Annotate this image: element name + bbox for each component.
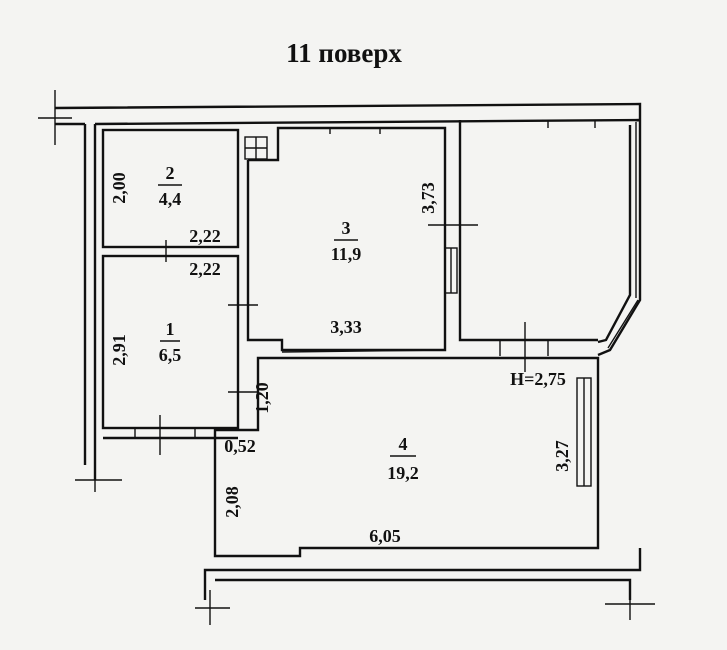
- axis-markers: [38, 90, 655, 625]
- dim-room4-right-height: 3,27: [552, 440, 572, 472]
- ventilation-shaft-icon: [244, 136, 268, 160]
- dim-room3-height: 3,73: [418, 182, 438, 214]
- dim-passage-height: 1,20: [252, 382, 272, 414]
- room-4-label: 4 19,2: [387, 434, 419, 483]
- dim-passage-width: 0,52: [224, 436, 256, 456]
- dim-room4-left-height: 2,08: [222, 486, 242, 518]
- floor-title: 11 поверх: [286, 38, 402, 68]
- right-room-outline: [458, 120, 598, 372]
- room-4-number: 4: [399, 434, 408, 454]
- room-4-area: 19,2: [387, 463, 419, 483]
- room-4-outline: [203, 349, 642, 600]
- dim-room2-height: 2,00: [109, 172, 129, 204]
- room-3-number: 3: [342, 218, 351, 238]
- dim-room3-width: 3,33: [330, 317, 362, 337]
- dim-room1-height: 2,91: [109, 334, 129, 366]
- room-2-area: 4,4: [159, 189, 182, 209]
- room-3-outline: [246, 126, 478, 352]
- room-1-label: 1 6,5: [159, 319, 182, 365]
- outer-walls: [54, 102, 642, 480]
- room-2-label: 2 4,4: [158, 163, 182, 209]
- room-2-outline: [101, 128, 240, 262]
- room-3-area: 11,9: [331, 244, 362, 264]
- dim-room1-width: 2,22: [189, 259, 221, 279]
- room-3-label: 3 11,9: [331, 218, 362, 264]
- room-1-area: 6,5: [159, 345, 182, 365]
- dim-room2-width: 2,22: [189, 226, 221, 246]
- ceiling-height: H=2,75: [510, 369, 566, 389]
- dim-room4-width: 6,05: [369, 526, 401, 546]
- room-1-number: 1: [166, 319, 175, 339]
- room-2-number: 2: [166, 163, 175, 183]
